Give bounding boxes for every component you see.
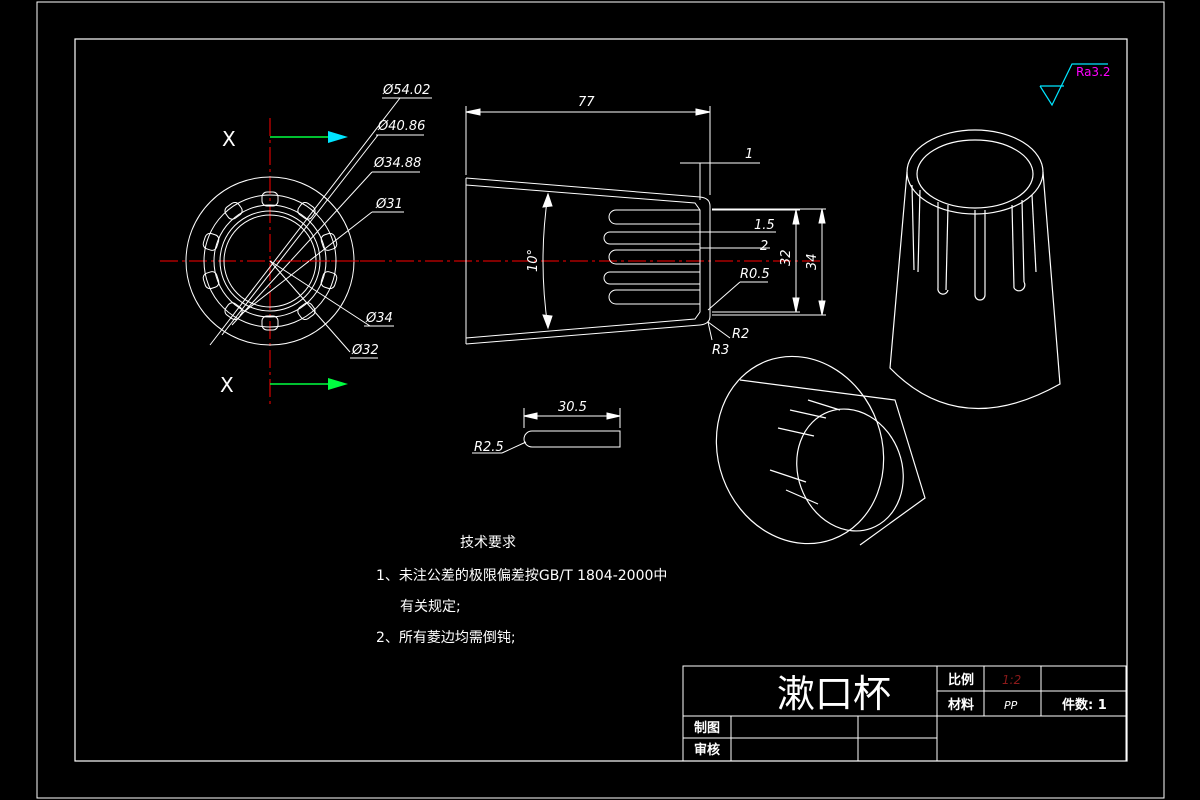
isometric-view-upright <box>889 129 1061 409</box>
inner-frame <box>74 38 1128 762</box>
tech-req-title: 技术要求 <box>460 535 516 551</box>
dim-slot-a: 1.5 <box>754 218 775 233</box>
dim-d6: Ø32 <box>351 343 379 358</box>
dim-d3: Ø34.88 <box>373 156 421 171</box>
dim-fillet-b: R2 <box>732 327 749 342</box>
scale-label: 比例 <box>948 672 974 688</box>
quantity-label: 件数: 1 <box>1062 697 1107 713</box>
dim-d1: Ø54.02 <box>382 83 430 98</box>
tech-req-line3: 2、所有菱边均需倒钝; <box>376 630 516 646</box>
end-view <box>160 97 432 405</box>
section-mark-bottom: X <box>220 373 234 397</box>
dim-fillet-small: R0.5 <box>740 267 770 282</box>
scale-value: 1:2 <box>1002 673 1021 687</box>
part-name: 漱口杯 <box>777 672 891 716</box>
dim-slot-length: 30.5 <box>558 400 587 415</box>
material-label: 材料 <box>948 697 974 713</box>
dim-slot-b: 2 <box>760 239 768 254</box>
dim-height-outer: 34 <box>805 253 820 270</box>
dim-slot-radius: R2.5 <box>474 440 504 455</box>
tech-req-line2: 有关规定; <box>400 599 461 615</box>
dim-d2: Ø40.86 <box>377 119 425 134</box>
isometric-view-tilted <box>715 355 926 546</box>
drawn-label: 制图 <box>694 720 720 736</box>
slot-detail <box>472 408 621 454</box>
title-block <box>682 665 1127 762</box>
section-mark-top: X <box>222 127 236 151</box>
roughness-value: Ra3.2 <box>1076 65 1111 79</box>
dim-length: 77 <box>578 95 595 110</box>
dim-d4: Ø31 <box>375 197 403 212</box>
dim-fillet-c: R3 <box>712 343 729 358</box>
dim-wall: 1 <box>745 147 753 162</box>
dim-taper: 10° <box>526 249 541 272</box>
material-value: PP <box>1004 699 1018 712</box>
roughness-symbol <box>1039 63 1108 107</box>
checked-label: 审核 <box>694 742 720 758</box>
side-section-view <box>280 106 826 345</box>
dim-d5: Ø34 <box>365 311 393 326</box>
tech-req-line1: 1、未注公差的极限偏差按GB/T 1804-2000中 <box>376 568 668 584</box>
dim-height-inner: 32 <box>779 249 794 266</box>
outer-border <box>36 1 1165 799</box>
